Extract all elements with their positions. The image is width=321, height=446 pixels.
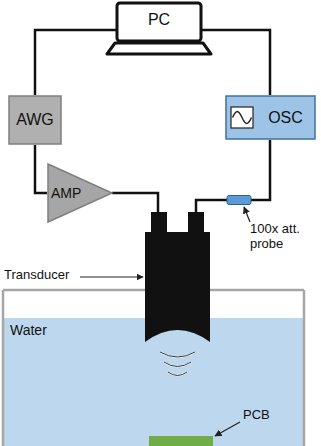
computer-icon: PC — [105, 2, 213, 56]
node-text: PC — [148, 11, 170, 29]
part-label: Transducer — [4, 268, 80, 283]
wire-connector — [35, 30, 117, 95]
pcb-board — [149, 436, 213, 446]
transducer-connector — [188, 212, 204, 234]
transducer-connector — [151, 212, 167, 234]
probe-wire — [196, 140, 270, 214]
oscilloscope-box: OSC — [225, 95, 316, 140]
ultrasound-waves — [160, 352, 195, 376]
water-fill — [4, 318, 303, 446]
wire-connector — [35, 145, 47, 193]
water-region: Water — [4, 318, 303, 446]
leader-arrow — [80, 276, 143, 277]
transducer-body — [145, 232, 210, 342]
node-text: Water — [10, 322, 47, 338]
amplifier-triangle: AMP — [47, 163, 113, 223]
wire-connector — [201, 30, 270, 95]
part-label: PCB — [243, 408, 293, 423]
node-text: OSC — [268, 109, 303, 127]
ultrasound-waves — [160, 352, 195, 376]
node-text: AWG — [16, 111, 54, 129]
part-label: 100x att. probe — [250, 222, 312, 252]
node-text: AMP — [51, 185, 81, 201]
generator-box: AWG — [8, 95, 62, 145]
attenuator-probe — [227, 196, 251, 205]
leader-arrow — [215, 422, 240, 436]
leader-arrow — [244, 207, 250, 222]
amp-output-wire — [112, 193, 158, 214]
node-outline — [105, 2, 213, 56]
